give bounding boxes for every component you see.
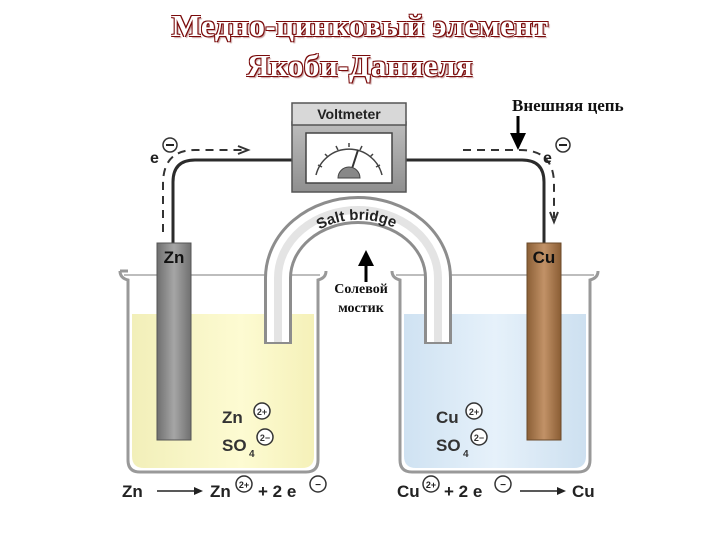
right-cation-charge: 2+ xyxy=(469,407,479,417)
left-anion-sub: 4 xyxy=(249,449,255,460)
right-beaker xyxy=(390,270,600,474)
salt-bridge-pointer xyxy=(358,250,374,282)
charge-badge-left xyxy=(162,137,178,153)
anode-eq-arrowhead xyxy=(194,487,203,495)
anode-equation: Zn Zn 2+ + 2 e − xyxy=(122,475,327,501)
electron-symbol-left: e xyxy=(150,150,159,167)
cathode-eq-product: Cu xyxy=(572,482,595,501)
left-cation: Zn xyxy=(222,408,243,427)
page-title: Медно-цинковый элемент xyxy=(171,8,549,43)
electron-flow-left xyxy=(162,145,251,232)
external-wire xyxy=(171,158,546,245)
voltmeter-label: Voltmeter xyxy=(317,106,381,122)
cathode-equation: Cu 2+ + 2 e − Cu xyxy=(397,475,595,501)
voltmeter: Voltmeter xyxy=(291,102,407,193)
left-anion: SO xyxy=(222,436,247,455)
charge-badge-right xyxy=(555,137,571,153)
anode-eq-reactant: Zn xyxy=(122,482,143,501)
page-subtitle: Якоби-Даниеля xyxy=(247,48,473,83)
zinc-electrode: Zn xyxy=(156,242,192,441)
salt-bridge-ru-line1: Солевой xyxy=(334,282,388,297)
salt-bridge-ru-line2: мостик xyxy=(338,301,384,316)
left-ions: Zn 2+ SO 4 2− xyxy=(222,402,274,460)
zinc-label: Zn xyxy=(164,248,185,267)
left-anion-charge: 2− xyxy=(260,433,270,443)
anode-eq-electrons: + 2 e xyxy=(258,482,296,501)
salt-bridge xyxy=(264,196,452,344)
electron-flow-right xyxy=(463,149,559,225)
cathode-eq-reactant: Cu xyxy=(397,482,420,501)
anode-eq-product-charge: 2+ xyxy=(239,480,249,490)
external-circuit-label: Внешняя цепь xyxy=(512,96,624,115)
right-anion-charge: 2− xyxy=(474,433,484,443)
cathode-eq-arrowhead xyxy=(557,487,566,495)
left-cation-charge: 2+ xyxy=(257,407,267,417)
right-anion-sub: 4 xyxy=(463,449,469,460)
cathode-eq-reactant-charge: 2+ xyxy=(426,480,436,490)
copper-electrode: Cu xyxy=(526,242,562,441)
anode-eq-electron-charge: − xyxy=(315,480,321,491)
right-anion: SO xyxy=(436,436,461,455)
external-circuit-pointer xyxy=(510,116,526,150)
electron-symbol-right: e xyxy=(543,150,552,167)
right-ions: Cu 2+ SO 4 2− xyxy=(436,402,488,460)
cathode-eq-electron-charge: − xyxy=(500,480,506,491)
anode-eq-product: Zn xyxy=(210,482,231,501)
right-cation: Cu xyxy=(436,408,459,427)
copper-label: Cu xyxy=(533,248,556,267)
cathode-eq-electrons: + 2 e xyxy=(444,482,482,501)
salt-bridge-ru-label: Солевой мостик xyxy=(322,280,400,318)
